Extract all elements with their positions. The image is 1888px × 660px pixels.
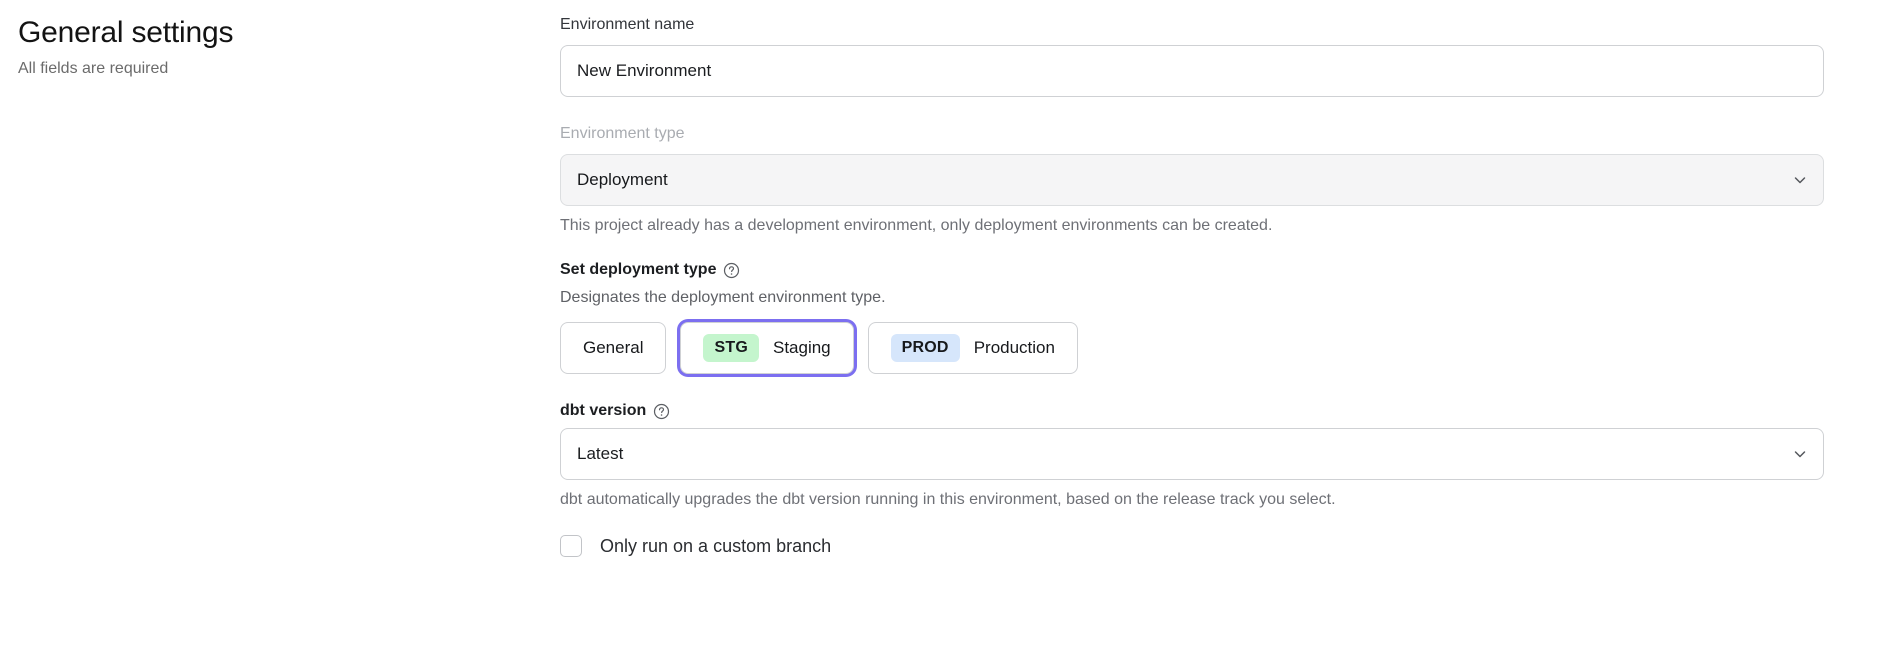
deployment-option-staging[interactable]: STG Staging [680,322,854,374]
custom-branch-checkbox[interactable] [560,535,582,557]
environment-type-field: Environment type Deployment This project… [560,123,1824,237]
deployment-type-options: General STG Staging PROD Production [560,322,1824,374]
environment-name-label: Environment name [560,16,695,33]
deployment-type-label: Set deployment type [560,261,717,278]
settings-form: Environment name Environment type Deploy… [560,0,1872,557]
deployment-option-general-label: General [583,338,644,357]
dbt-version-help-text: dbt automatically upgrades the dbt versi… [560,491,1336,508]
dbt-version-value: Latest [577,444,624,463]
page-subtitle: All fields are required [18,60,169,77]
deployment-option-staging-label: Staging [772,338,831,357]
settings-header-column: General settings All fields are required [0,0,560,80]
deployment-type-description: Designates the deployment environment ty… [560,289,886,306]
custom-branch-label: Only run on a custom branch [600,536,832,556]
environment-type-select[interactable]: Deployment [560,154,1824,206]
environment-name-field: Environment name [560,14,1824,97]
dbt-version-label: dbt version [560,402,647,419]
custom-branch-row: Only run on a custom branch [560,535,1824,557]
deployment-option-production[interactable]: PROD Production [867,322,1078,374]
staging-badge: STG [703,334,759,362]
environment-type-value: Deployment [577,170,668,189]
deployment-type-field: Set deployment type Designates the deplo… [560,259,1824,374]
dbt-version-select-wrapper: Latest [560,428,1824,480]
question-circle-icon[interactable] [723,262,740,279]
environment-type-select-wrapper: Deployment [560,154,1824,206]
production-badge: PROD [890,334,960,362]
question-circle-icon[interactable] [653,403,670,420]
deployment-option-production-label: Production [973,338,1055,357]
environment-type-label: Environment type [560,125,685,142]
page-title: General settings [18,16,234,49]
environment-name-input[interactable] [560,45,1824,97]
deployment-option-general[interactable]: General [560,322,667,374]
dbt-version-label-row: dbt version [560,400,1824,422]
environment-type-help-text: This project already has a development e… [560,217,1273,234]
dbt-version-select[interactable]: Latest [560,428,1824,480]
deployment-type-label-row: Set deployment type [560,259,1824,281]
dbt-version-field: dbt version Latest dbt automatically upg… [560,400,1824,511]
